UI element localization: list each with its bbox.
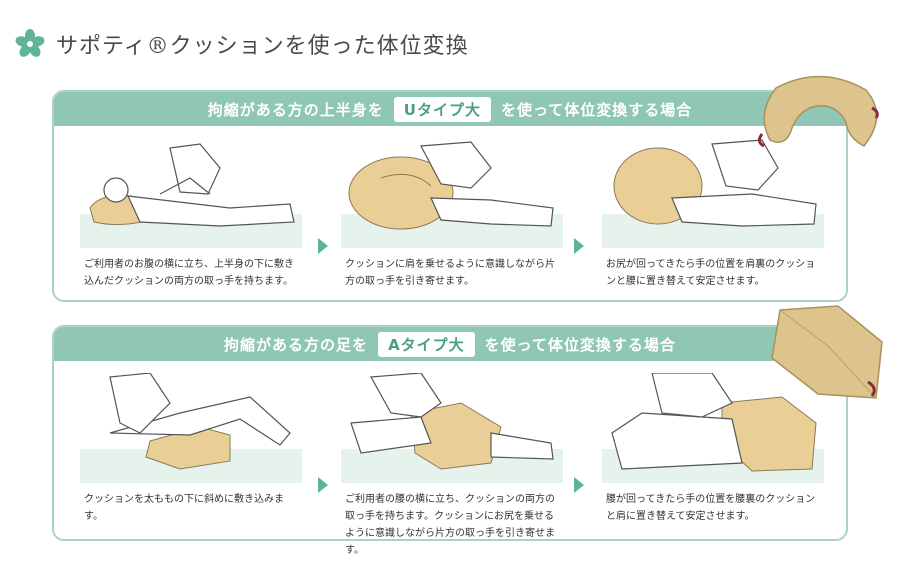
page-title: サポティ®クッションを使った体位変換 — [14, 24, 469, 64]
step-1: クッションを太ももの下に斜めに敷き込みます。 — [80, 361, 302, 559]
section-u-type: 拘縮がある方の上半身を Uタイプ大 を使って体位変換する場合 ご利用者のお腹の横… — [52, 90, 848, 302]
step-1: ご利用者のお腹の横に立ち、上半身の下に敷き込んだクッションの両方の取っ手を持ちま… — [80, 126, 302, 290]
step-caption: ご利用者の腰の横に立ち、クッションの両方の取っ手を持ちます。クッションにお尻を乗… — [345, 494, 555, 556]
a-cushion-image — [771, 305, 883, 399]
step-caption: お尻が回ってきたら手の位置を肩裏のクッションと腰に置き替えて安定させます。 — [606, 259, 816, 287]
step-3: お尻が回ってきたら手の位置を肩裏のクッションと腰に置き替えて安定させます。 — [602, 126, 824, 290]
step-2: ご利用者の腰の横に立ち、クッションの両方の取っ手を持ちます。クッションにお尻を乗… — [341, 361, 563, 559]
u-cushion-image — [757, 75, 879, 148]
step-caption: クッションに肩を乗せるように意識しながら片方の取っ手を引き寄せます。 — [345, 259, 555, 287]
section-a-type: 拘縮がある方の足を Aタイプ大 を使って体位変換する場合 クッションを太ももの下… — [52, 325, 848, 556]
illustration — [602, 138, 824, 248]
illustration — [80, 373, 302, 483]
type-badge: Uタイプ大 — [393, 96, 491, 122]
arrow-icon — [318, 477, 328, 493]
illustration — [341, 373, 563, 483]
step-caption: 腰が回ってきたら手の位置を腰裏のクッションと肩に置き替えて安定させます。 — [606, 494, 816, 522]
section-header: 拘縮がある方の上半身を Uタイプ大 を使って体位変換する場合 — [54, 92, 846, 126]
arrow-icon — [574, 477, 584, 493]
header-post: を使って体位変換する場合 — [500, 100, 693, 119]
step-3: 腰が回ってきたら手の位置を腰裏のクッションと肩に置き替えて安定させます。 — [602, 361, 824, 559]
arrow-icon — [574, 238, 584, 254]
section-header: 拘縮がある方の足を Aタイプ大 を使って体位変換する場合 — [54, 327, 846, 361]
flower-icon — [15, 29, 45, 57]
header-pre: 拘縮がある方の足を — [224, 335, 369, 354]
illustration — [80, 138, 302, 248]
illustration — [602, 373, 824, 483]
header-post: を使って体位変換する場合 — [484, 335, 676, 354]
title-text: サポティ®クッションを使った体位変換 — [56, 34, 469, 59]
arrow-icon — [318, 238, 328, 254]
step-caption: ご利用者のお腹の横に立ち、上半身の下に敷き込んだクッションの両方の取っ手を持ちま… — [84, 259, 294, 287]
illustration — [341, 138, 563, 248]
step-caption: クッションを太ももの下に斜めに敷き込みます。 — [84, 494, 284, 522]
header-pre: 拘縮がある方の上半身を — [207, 100, 384, 119]
step-2: クッションに肩を乗せるように意識しながら片方の取っ手を引き寄せます。 — [341, 126, 563, 290]
type-badge: Aタイプ大 — [378, 331, 475, 357]
